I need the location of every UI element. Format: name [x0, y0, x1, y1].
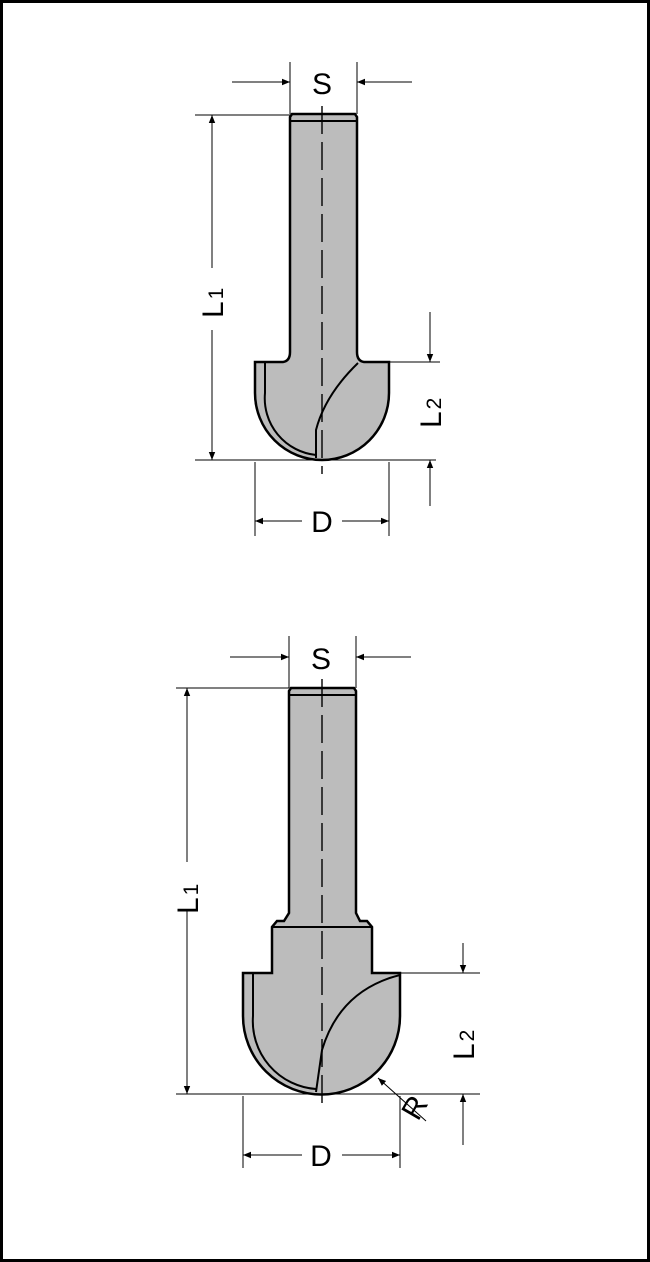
label-l1: L1 — [172, 884, 205, 914]
label-s: S — [312, 68, 332, 101]
dimension-s-2: S — [230, 636, 411, 688]
figure-2: S L1 L2 D R — [172, 636, 481, 1173]
dimension-l1-1: L1 — [195, 114, 436, 461]
figure-1: S L1 L2 D — [195, 62, 448, 539]
label-d: D — [310, 1140, 332, 1173]
dimension-l1-2: L1 — [172, 687, 480, 1095]
dimension-s-1: S — [232, 62, 412, 114]
dimension-d-2: D — [242, 1096, 401, 1173]
dimension-l2-2: L2 — [400, 943, 481, 1145]
label-l1: L1 — [197, 288, 230, 318]
dimension-l2-1: L2 — [389, 312, 448, 506]
dimension-d-1: D — [254, 462, 390, 539]
label-l2: L2 — [448, 1030, 481, 1060]
label-l2: L2 — [415, 398, 448, 428]
label-d: D — [311, 506, 333, 539]
label-s: S — [311, 643, 331, 676]
